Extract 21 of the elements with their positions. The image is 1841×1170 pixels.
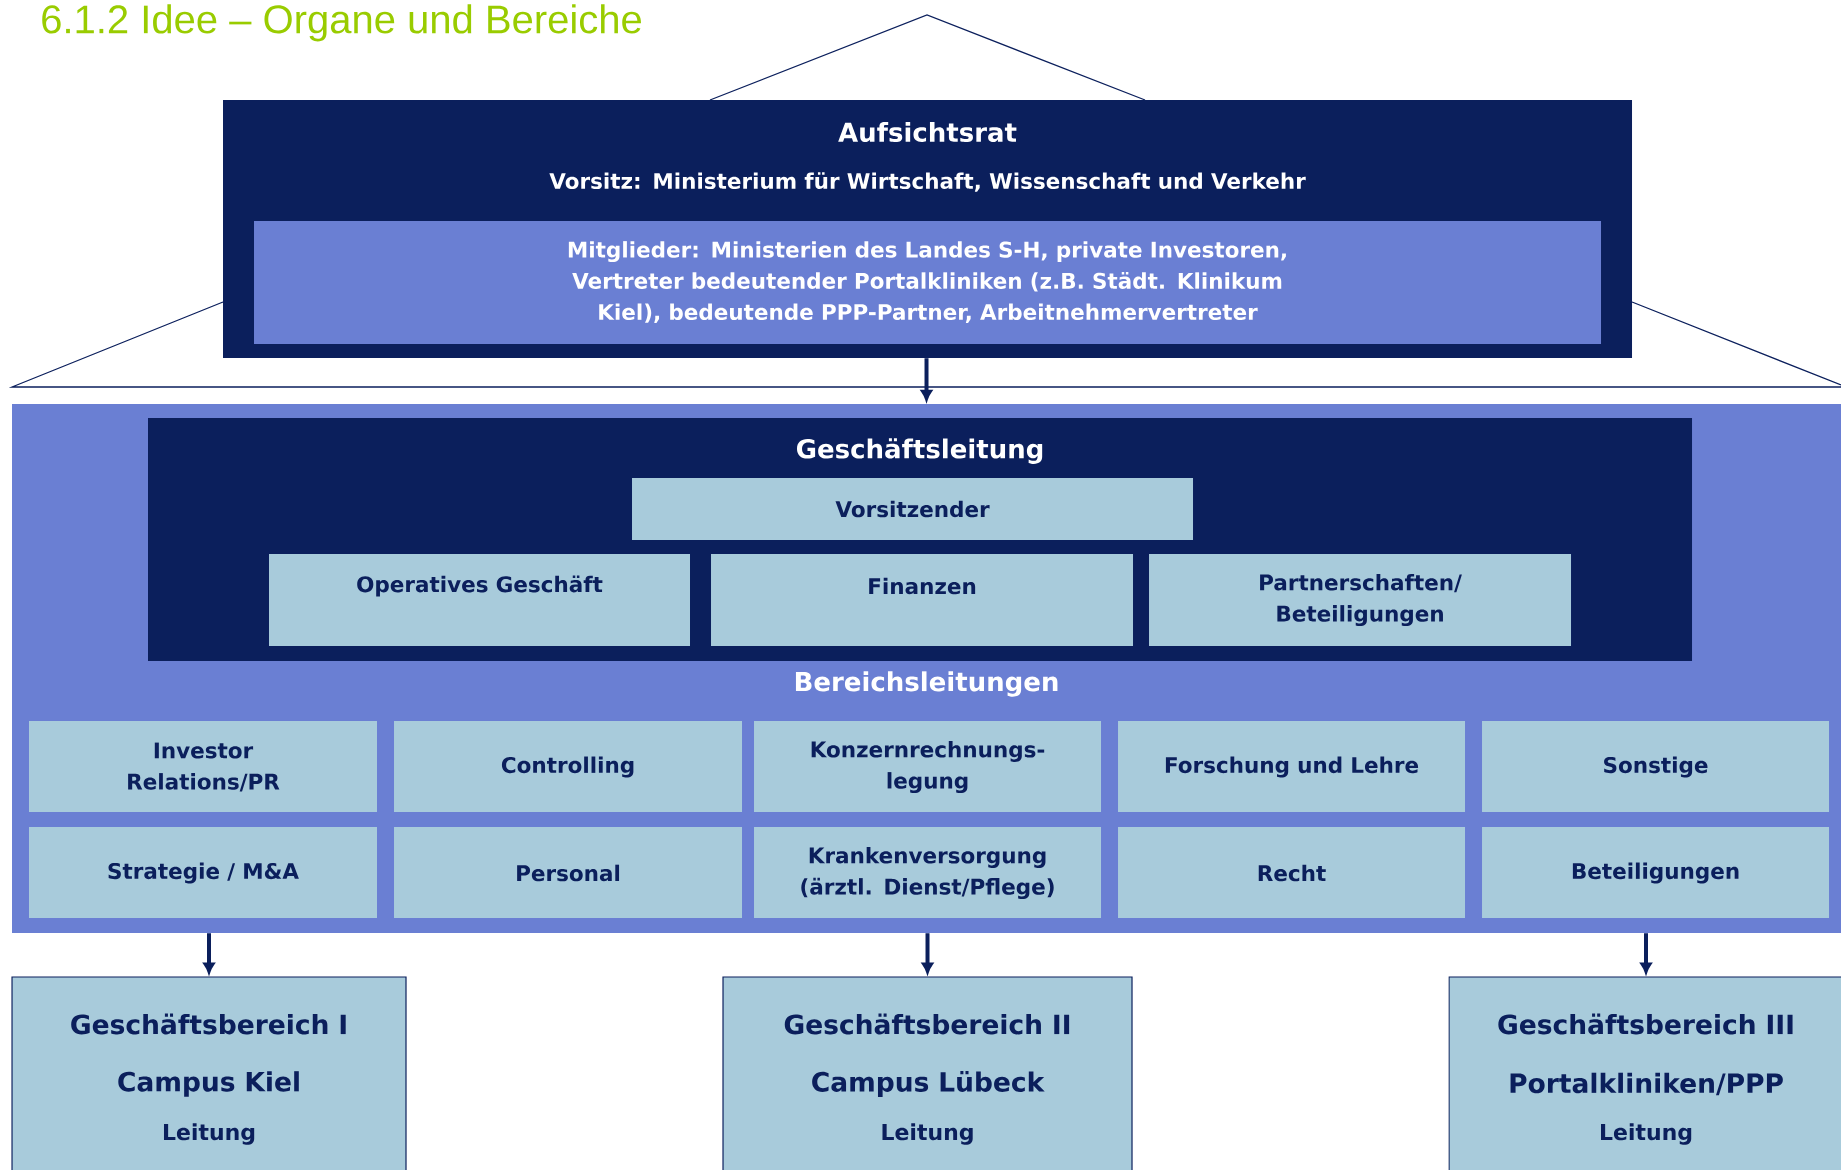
- division-box: Geschäftsbereich II Campus Lübeck Leitung: [722, 976, 1133, 1170]
- division-box: Geschäftsbereich I Campus Kiel Leitung: [11, 976, 407, 1170]
- department-box: Personal: [394, 827, 742, 918]
- department-box: Recht: [1118, 827, 1465, 918]
- department-box: Strategie / M&A: [29, 827, 377, 918]
- role-box: Vorsitzender: [632, 478, 1193, 540]
- title: 6.1.2 Idee – Organe und Bereiche: [42, 4, 641, 42]
- division-box: Geschäftsbereich III Portalkliniken/PPP Leitung: [1448, 976, 1841, 1170]
- members-box: Mitglieder: Ministerien des Landes S-H, private Investoren, Vertreter bedeutender Portalkliniken (z.B. Städt. Klinikum Kiel), bedeutende PPP-Partner, Arbeitnehmervertreter: [254, 221, 1601, 344]
- department-box: Krankenversorgung (ärztl. Dienst/Pflege): [754, 827, 1101, 918]
- department-box: Beteiligungen: [1482, 827, 1829, 918]
- role-box: Finanzen: [711, 554, 1133, 646]
- department-box: Investor Relations/PR: [29, 721, 377, 812]
- department-box: Forschung und Lehre: [1118, 721, 1465, 812]
- role-box: Operatives Geschäft: [269, 554, 690, 646]
- arrow: [1640, 933, 1652, 974]
- department-box: Konzernrechnungs- legung: [754, 721, 1101, 812]
- department-box: Controlling: [394, 721, 742, 812]
- role-box: Partnerschaften/ Beteiligungen: [1149, 554, 1571, 646]
- arrow: [203, 933, 215, 974]
- department-box: Sonstige: [1482, 721, 1829, 812]
